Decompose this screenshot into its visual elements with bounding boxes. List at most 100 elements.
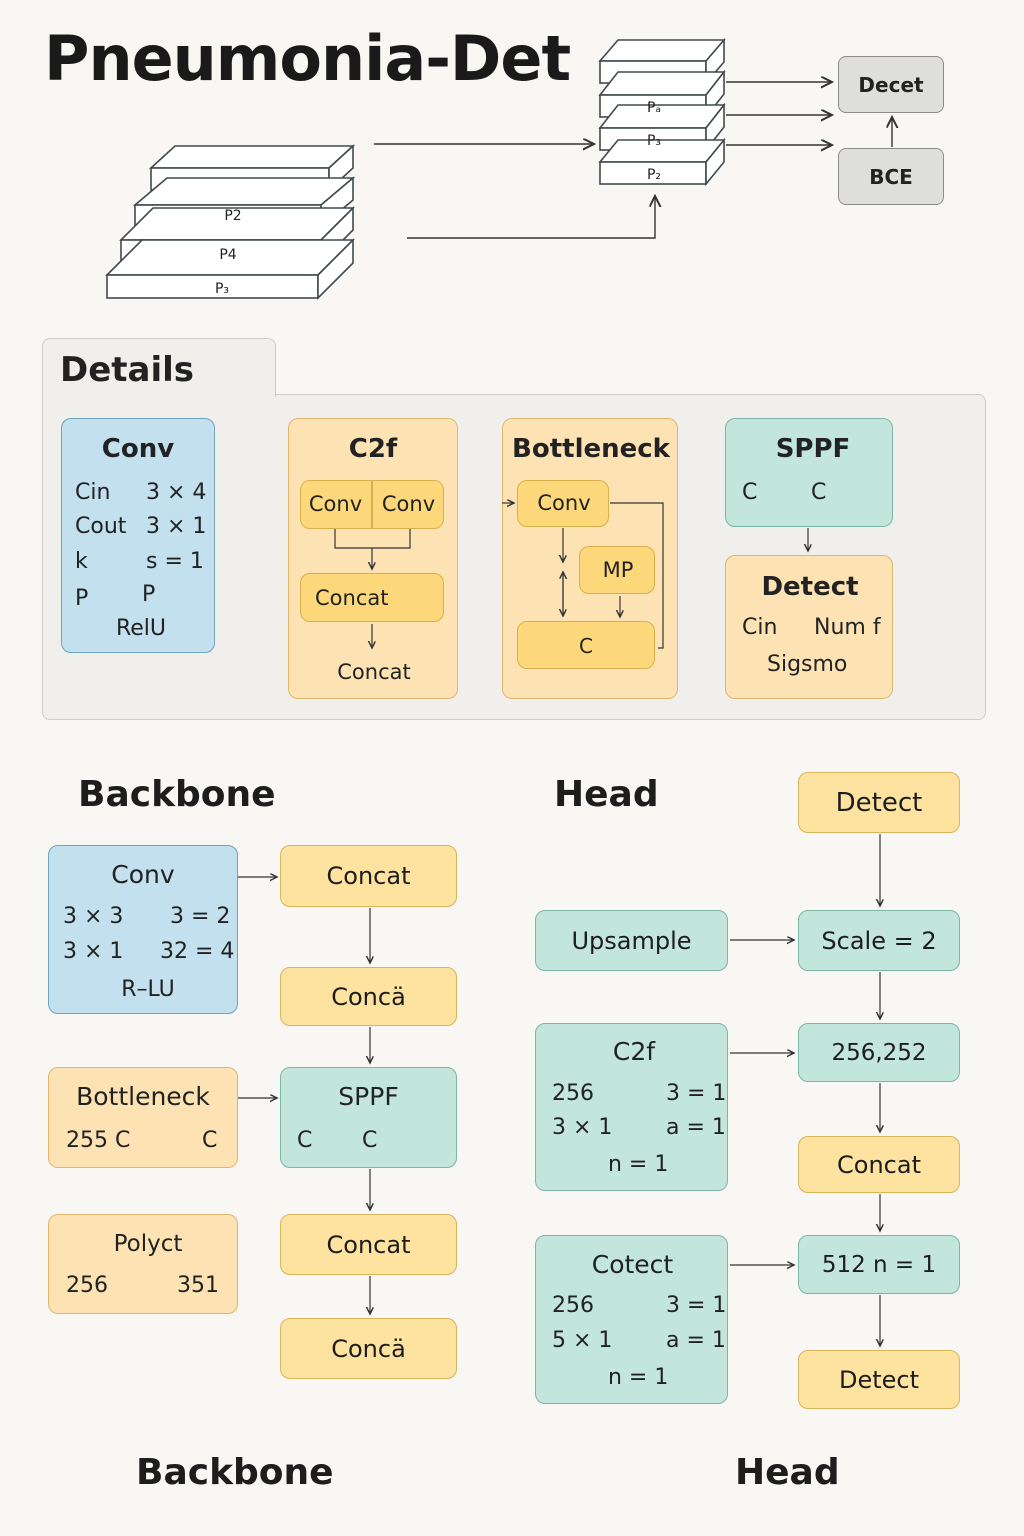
backbone-concat-1: Concat [280,845,457,907]
backbone-sppf-title: SPPF [338,1082,399,1111]
backbone-concat-1-label: Concat [326,862,411,890]
head-c2f-row2-left: 3 × 1 [552,1115,613,1140]
backbone-concat-4: Concä [280,1318,457,1379]
backbone-concat-2: Concä [280,967,457,1026]
head-256-label: 256,252 [831,1039,927,1066]
right-stack-label-2: P₃ [646,133,662,149]
backbone-concat-4-label: Concä [331,1334,406,1363]
backbone-sppf-box [280,1067,457,1168]
left-stack-label-1: P2 [224,208,242,224]
details-c2f-concat-inner [300,573,444,622]
head-scale-label: Scale = 2 [821,926,937,955]
backbone-conv-row1-right: 3 = 2 [170,904,231,929]
head-c2f-row1-right: 3 = 1 [666,1081,727,1106]
head-bottom-title: Head [735,1452,840,1493]
head-c2f-row1-left: 256 [552,1081,594,1106]
details-bottleneck-mp-label: MP [602,558,634,582]
details-bottleneck-title: Bottleneck [512,434,670,464]
details-conv-row2-label: Cout [75,514,127,539]
details-conv-title: Conv [101,434,175,464]
details-detect-title: Detect [761,572,859,602]
backbone-bottleneck-left: 255 C [66,1128,131,1153]
details-sppf-right: C [811,480,827,505]
details-c2f-box [288,418,458,699]
head-c2f-box [535,1023,728,1191]
head-c2f-footer: n = 1 [608,1152,669,1177]
feature-pyramid-graphic [105,37,1024,300]
page-title: Pneumonia-Det [44,22,571,95]
head-c2f-row2-right: a = 1 [666,1115,726,1140]
details-conv-row2-value: 3 × 1 [146,514,207,539]
right-stack-label-3: P₂ [646,167,662,183]
head-detect-top-label: Detect [835,787,923,818]
details-detect-box [725,555,893,699]
details-c2f-concat-inner-label: Concat [315,586,389,610]
right-stack-label-1: Pₐ [647,100,661,116]
backbone-concat-3-label: Concat [326,1230,411,1259]
bce-box: BCE [838,148,944,205]
backbone-conv-row1-left: 3 × 3 [63,904,124,929]
head-upsample-label: Upsample [571,926,692,955]
backbone-conv-row2-left: 3 × 1 [63,939,124,964]
details-conv-row1-value: 3 × 4 [146,480,207,505]
details-bottleneck-c [517,621,655,669]
head-concat-label: Concat [837,1150,921,1179]
details-sppf-box [725,418,893,527]
backbone-concat-2-label: Concä [331,982,406,1011]
head-512-box: 512 n = 1 [798,1235,960,1294]
head-cotect-row1-left: 256 [552,1293,594,1318]
head-cotect-footer: n = 1 [608,1365,669,1390]
head-cotect-box [535,1235,728,1404]
backbone-bottleneck-right: C [202,1128,218,1153]
details-conv-footer: RelU [115,616,167,641]
decet-box: Decet [838,56,944,113]
head-scale: Scale = 2 [798,910,960,971]
backbone-conv-box [48,845,238,1014]
head-cotect-row2-right: a = 1 [666,1328,726,1353]
backbone-polyct-title: Polyct [113,1231,183,1257]
head-detect-bottom: Detect [798,1350,960,1409]
details-c2f-conv-divider [371,481,373,528]
backbone-polyct-left: 256 [66,1273,108,1298]
backbone-conv-row2-right: 32 = 4 [160,939,235,964]
head-cotect-title: Cotect [591,1250,674,1279]
details-conv-box [61,418,215,653]
details-detect-row1-left: Cin [742,615,778,640]
details-tab [42,338,276,397]
details-detect-row2: Sigsmo [767,652,848,677]
details-sppf-title: SPPF [775,434,851,464]
head-detect-top: Detect [798,772,960,833]
head-detect-bottom-label: Detect [838,1365,920,1394]
head-256-box: 256,252 [798,1023,960,1082]
backbone-bottleneck-title: Bottleneck [76,1082,210,1111]
details-bottleneck-mp [579,546,655,594]
head-cotect-row1-right: 3 = 1 [666,1293,727,1318]
details-conv-row3-label: k [75,549,88,574]
backbone-concat-3: Concat [280,1214,457,1275]
backbone-bottom-title: Backbone [136,1452,334,1493]
left-stack-label-3: P₃ [214,281,230,297]
details-c2f-title: C2f [348,434,398,464]
backbone-conv-title: Conv [111,860,175,889]
details-title: Details [60,350,195,390]
details-conv-row4-label: P [75,586,89,611]
backbone-conv-footer: R–LU [121,977,175,1002]
backbone-bottleneck-box [48,1067,238,1168]
head-512-label: 512 n = 1 [821,1251,937,1278]
details-sppf-left: C [742,480,758,505]
head-upsample: Upsample [535,910,728,971]
details-bottleneck-conv [517,480,609,527]
details-detect-row1-right: Num f [814,615,881,640]
backbone-title: Backbone [78,774,276,815]
details-bottleneck-conv-label: Conv [537,491,591,515]
details-c2f-conv-a: Conv [308,492,363,516]
backbone-polyct-box [48,1214,238,1314]
arrow-bottom-to-right-stack [407,196,655,239]
head-concat: Concat [798,1136,960,1193]
details-c2f-conv-b: Conv [381,492,436,516]
backbone-sppf-left: C [297,1128,313,1153]
backbone-sppf-right: C [362,1128,378,1153]
